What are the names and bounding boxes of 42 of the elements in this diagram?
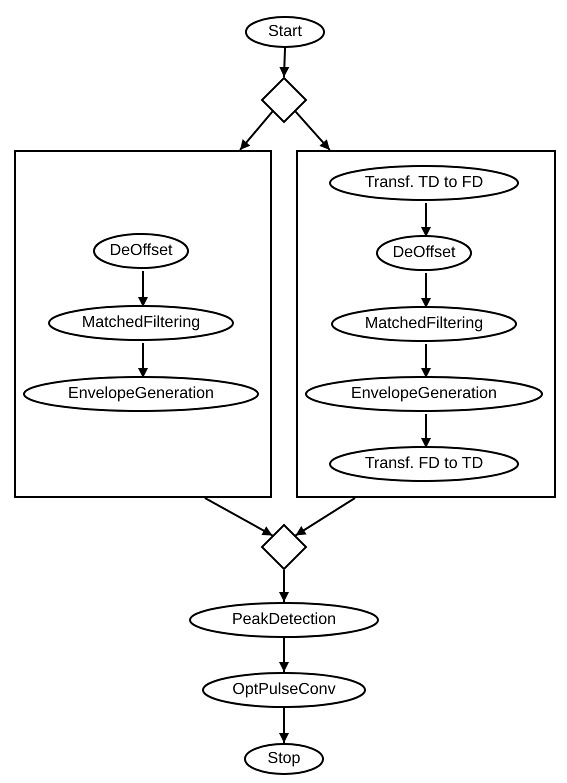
arrow (239, 110, 274, 151)
ellipse-node (202, 672, 366, 708)
group-box (296, 150, 556, 498)
arrow (421, 203, 431, 237)
ellipse-node (244, 743, 324, 775)
node-label: MatchedFiltering (364, 315, 484, 333)
arrow (294, 497, 356, 536)
node-label: Start (267, 23, 303, 41)
node-label: MatchedFiltering (80, 314, 202, 332)
node-label: EnvelopeGeneration (67, 385, 215, 403)
ellipse-node (23, 376, 259, 412)
ellipse-node (329, 165, 519, 201)
ellipse-node (48, 305, 234, 341)
decision-diamond (261, 77, 307, 123)
ellipse-node (245, 16, 325, 48)
node-label: Transf. FD to TD (364, 455, 484, 473)
node-label: Stop (266, 750, 302, 768)
node-label: OptPulseConv (231, 681, 337, 699)
ellipse-node (376, 235, 472, 271)
decision-diamond (261, 524, 307, 570)
arrow (279, 708, 289, 743)
group-box (14, 150, 272, 498)
arrow (421, 344, 431, 378)
arrow (204, 497, 273, 536)
arrow (138, 343, 148, 378)
node-label: Transf. TD to FD (364, 174, 484, 192)
ellipse-node (189, 602, 379, 638)
arrow (138, 271, 148, 307)
ellipse-node (329, 446, 519, 482)
node-label: DeOffset (392, 244, 456, 262)
arrow (421, 414, 431, 448)
arrow (294, 110, 331, 151)
arrow (421, 273, 431, 308)
arrow (279, 638, 289, 672)
node-label: DeOffset (108, 242, 174, 260)
node-label: EnvelopeGeneration (350, 385, 498, 403)
ellipse-node (331, 306, 517, 342)
arrow (279, 48, 290, 78)
ellipse-node (93, 233, 189, 269)
arrow (279, 570, 289, 602)
node-label: PeakDetection (230, 611, 338, 629)
ellipse-node (305, 376, 543, 412)
